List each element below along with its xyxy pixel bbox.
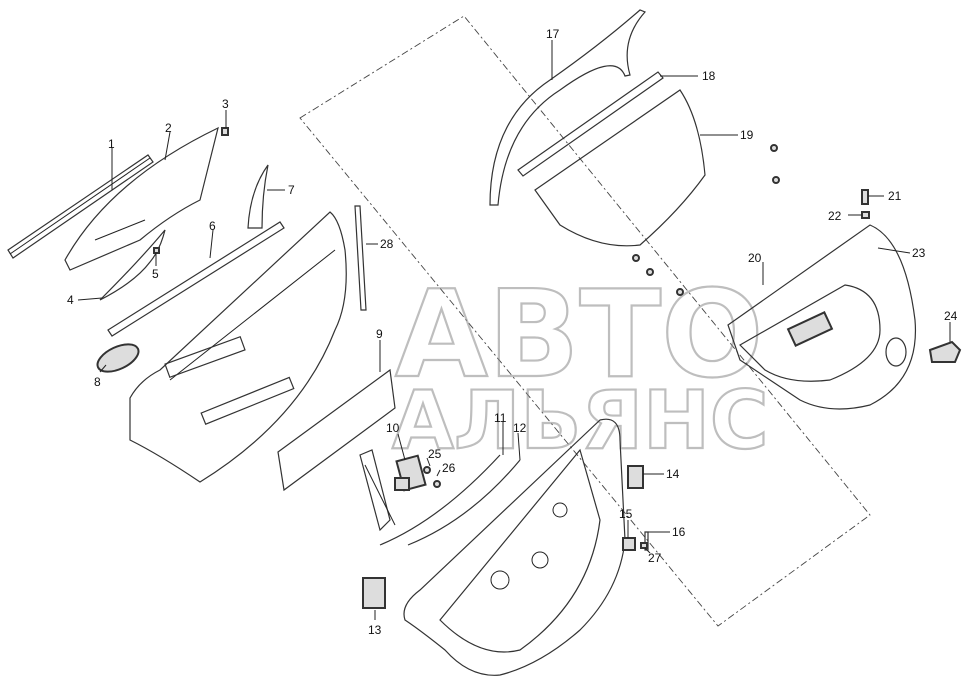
- callout-19: 19: [740, 128, 754, 142]
- quarter-glass: [99, 229, 166, 301]
- callout-4: 4: [67, 293, 74, 307]
- callout-9: 9: [376, 327, 383, 341]
- handle-cable: [407, 459, 521, 546]
- callout-15: 15: [619, 507, 633, 521]
- callout-8: 8: [94, 375, 101, 389]
- callout-26: 26: [442, 461, 456, 475]
- callout-23: 23: [912, 246, 926, 260]
- rear-channel: [247, 164, 269, 229]
- door-frame-weatherstrip: [489, 9, 647, 206]
- inner-door-frame: [403, 418, 626, 676]
- outer-door-panel: [129, 211, 347, 483]
- hinge-upper: [627, 465, 644, 489]
- clip-pin: [861, 189, 869, 205]
- hinge-lower: [622, 537, 636, 551]
- leader-lines: [77, 40, 951, 620]
- callout-20: 20: [748, 251, 762, 265]
- door-trim-panel: [727, 224, 917, 410]
- belt-molding-strip: [7, 154, 154, 259]
- callout-11: 11: [494, 411, 507, 425]
- vertical-seal-strip: [354, 205, 367, 311]
- callout-7: 7: [288, 183, 295, 197]
- callout-22: 22: [828, 209, 842, 223]
- assembly-boundary: [299, 15, 871, 627]
- callout-28: 28: [380, 237, 394, 251]
- glass-clip: [221, 127, 229, 136]
- callout-21: 21: [888, 189, 902, 203]
- callout-17: 17: [546, 27, 560, 41]
- screw: [153, 247, 160, 262]
- outside-handle: [96, 343, 140, 373]
- callout-6: 6: [209, 219, 216, 233]
- window-regulator: [359, 449, 441, 532]
- callout-13: 13: [368, 623, 382, 637]
- callout-5: 5: [152, 267, 159, 281]
- callout-25: 25: [428, 447, 442, 461]
- callout-24: 24: [944, 309, 958, 323]
- clip-base: [861, 211, 870, 219]
- callout-14: 14: [666, 467, 680, 481]
- lock-cable: [379, 454, 501, 546]
- callout-1: 1: [108, 137, 115, 151]
- callout-16: 16: [672, 525, 686, 539]
- watermark: АВТО АЛЬЯНС: [391, 265, 770, 468]
- callout-labels: 1 2 3 4 5 6 7 8 9 10 11 12 13 14 15 16 1…: [67, 27, 958, 637]
- watermark-line-1: АВТО: [395, 266, 763, 405]
- inner-beltline-strip: [517, 71, 664, 177]
- callout-27: 27: [648, 551, 662, 565]
- door-trim-inner-panel: [534, 89, 706, 247]
- door-lock: [362, 577, 386, 609]
- callout-2: 2: [165, 121, 172, 135]
- check-bolt: [640, 542, 648, 549]
- callout-3: 3: [222, 97, 229, 111]
- callout-18: 18: [702, 69, 716, 83]
- callout-10: 10: [386, 421, 400, 435]
- waterproof-sheet: [277, 368, 396, 492]
- inner-belt-strip: [107, 221, 285, 337]
- inside-handle: [928, 340, 962, 363]
- door-glass: [64, 126, 219, 271]
- callout-12: 12: [513, 421, 527, 435]
- fasteners: [632, 144, 780, 296]
